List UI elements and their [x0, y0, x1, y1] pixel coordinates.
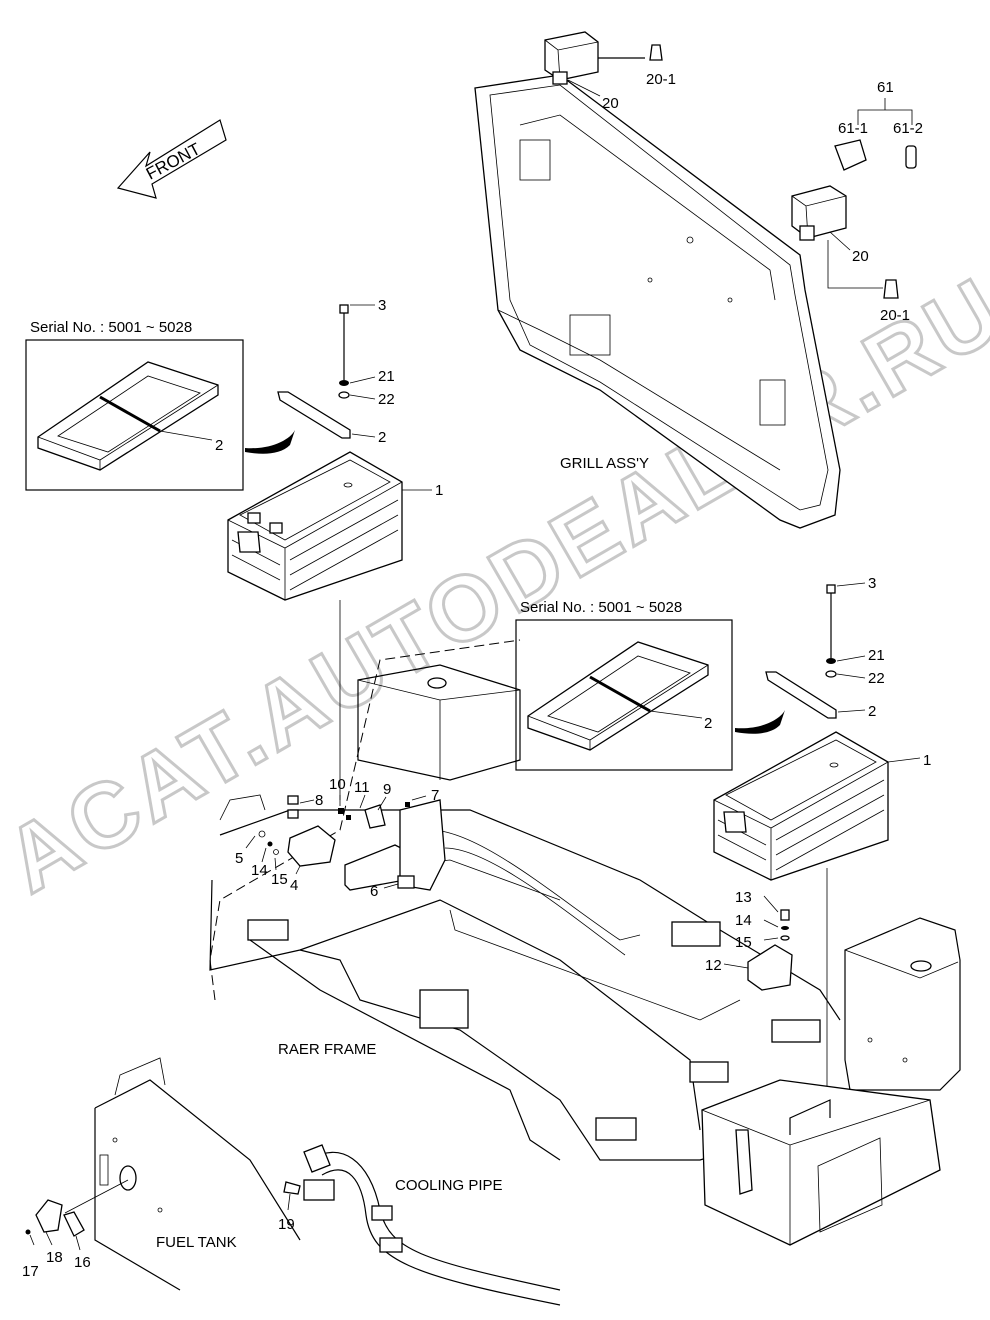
callout-8: 8: [315, 792, 323, 809]
callout-right-bolt: 3: [868, 575, 876, 592]
inset-left: Serial No. : 5001 ~ 5028 2: [25, 319, 295, 491]
callout-17: 17: [22, 1263, 39, 1280]
callout-11: 11: [354, 779, 370, 796]
callout-10: 10: [329, 776, 346, 793]
callout-14b: 14: [735, 912, 752, 929]
callout-left-washer2: 22: [378, 391, 395, 408]
front-label: FRONT: [143, 139, 204, 183]
work-lamp-right: 20 20-1 61 61-1 61-2: [791, 79, 923, 324]
grill-assembly: GRILL ASS'Y: [474, 74, 841, 529]
callout-lamp-top: 20: [602, 95, 619, 112]
callout-12: 12: [705, 957, 722, 974]
work-lamp-top: 20 20-1: [544, 31, 676, 112]
callout-15a: 15: [271, 871, 288, 888]
inset-right: Serial No. : 5001 ~ 5028 2: [515, 599, 785, 771]
callout-right-bracket: 2: [868, 703, 876, 720]
front-arrow-icon: FRONT: [116, 119, 227, 199]
inset-left-part: 2: [215, 437, 223, 454]
callout-61: 61: [877, 79, 894, 96]
callout-5: 5: [235, 850, 243, 867]
callout-right-battery: 1: [923, 752, 931, 769]
callout-lamp-right-bulb: 20-1: [880, 307, 910, 324]
callout-left-bolt: 3: [378, 297, 386, 314]
callout-lamp-right: 20: [852, 248, 869, 265]
cooling-pipe-caption: COOLING PIPE: [395, 1177, 503, 1194]
rear-frame: RAER FRAME: [209, 639, 841, 1161]
rear-frame-caption: RAER FRAME: [278, 1041, 376, 1058]
callout-left-washer1: 21: [378, 368, 395, 385]
callout-9: 9: [383, 781, 391, 798]
callout-16: 16: [74, 1254, 91, 1271]
inset-right-serial: Serial No. : 5001 ~ 5028: [520, 599, 682, 616]
callout-left-bracket: 2: [378, 429, 386, 446]
callout-6: 6: [370, 883, 378, 900]
callout-lamp-top-bulb: 20-1: [646, 71, 676, 88]
inset-right-part: 2: [704, 715, 712, 732]
callout-left-battery: 1: [435, 482, 443, 499]
electrical-cluster: 10 11 9 8 7 5 14 15 4 6: [235, 776, 446, 900]
callout-14a: 14: [251, 862, 268, 879]
battery-right: 3 21 22 2 1: [713, 575, 931, 1090]
cooling-pipe: 19 COOLING PIPE: [278, 1144, 561, 1306]
callout-13: 13: [735, 889, 752, 906]
hydraulic-tank: [844, 917, 961, 1091]
callout-19: 19: [278, 1216, 295, 1233]
battery-left: 3 21 22 2 1: [227, 297, 443, 800]
right-box: [701, 1079, 941, 1246]
callout-right-washer2: 22: [868, 670, 885, 687]
callout-4: 4: [290, 877, 298, 894]
fuel-tank-caption: FUEL TANK: [156, 1234, 237, 1251]
callout-right-washer1: 21: [868, 647, 885, 664]
callout-18: 18: [46, 1249, 63, 1266]
fuel-tank: FUEL TANK 17 18 16: [22, 1057, 301, 1291]
callout-15b: 15: [735, 934, 752, 951]
horn-assembly: 13 14 15 12: [705, 889, 793, 991]
callout-7: 7: [431, 787, 439, 804]
grill-caption: GRILL ASS'Y: [560, 455, 649, 472]
callout-61-1: 61-1: [838, 120, 868, 137]
inset-left-serial: Serial No. : 5001 ~ 5028: [30, 319, 192, 336]
callout-61-2: 61-2: [893, 120, 923, 137]
